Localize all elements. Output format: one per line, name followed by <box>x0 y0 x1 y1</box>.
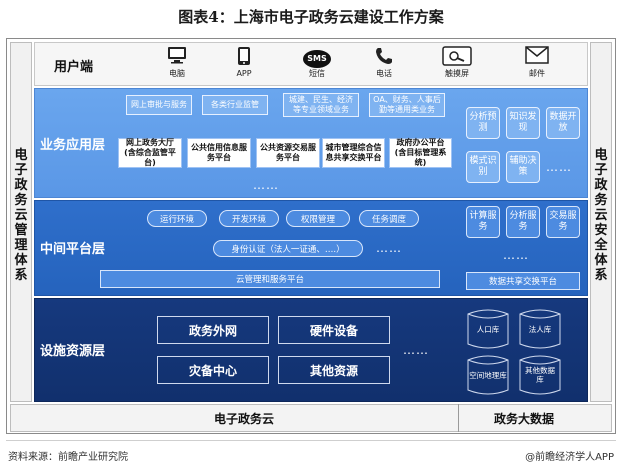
right-column-text-char: 电 <box>594 148 608 163</box>
infra-box: 灾备中心 <box>157 356 269 384</box>
computer-icon <box>160 46 194 66</box>
app-main-card: 城市管理综合信息共享交换平台 <box>322 138 385 168</box>
app-right-item: 分析预测 <box>466 107 500 139</box>
data-exchange-bar: 数据共享交换平台 <box>466 272 580 290</box>
computer-label: 电脑 <box>169 69 185 78</box>
app-top-card: OA、财务、人事后勤等通用类业务 <box>369 93 445 117</box>
app-icon-item: APP <box>227 46 261 79</box>
left-column-text-char: 云 <box>14 208 28 223</box>
page-title: 图表4：上海市电子政务云建设工作方案 <box>178 8 444 26</box>
left-column-text-char: 管 <box>14 223 28 238</box>
left-column-text-char: 系 <box>14 268 28 283</box>
app-right-item: 数据开放 <box>546 107 580 139</box>
phone-label: 电话 <box>376 69 392 78</box>
app-top-card: 城建、民生、经济等专业领域业务 <box>283 93 359 117</box>
infra-box: 政务外网 <box>157 316 269 344</box>
right-column-text-char: 安 <box>594 223 608 238</box>
left-column-text-char: 务 <box>14 193 28 208</box>
computer-icon-item: 电脑 <box>160 46 194 79</box>
mail-icon-item: 邮件 <box>520 46 554 79</box>
source-note: 资料来源：前瞻产业研究院 <box>8 452 128 463</box>
left-column-text-char: 子 <box>14 163 28 178</box>
footer-rule <box>6 440 616 441</box>
app-icon <box>227 46 261 66</box>
right-column-text-char: 务 <box>594 193 608 208</box>
right-side-column <box>590 42 612 402</box>
touchscreen-icon-item: 触摸屏 <box>437 46 477 79</box>
app-right-more-dots: …… <box>546 160 572 174</box>
middle-pill: 运行环境 <box>147 210 207 227</box>
database-label: 法人库 <box>528 324 552 334</box>
database-label: 人口库 <box>476 324 500 334</box>
touchscreen-label: 触摸屏 <box>445 69 469 78</box>
brand-credit: @前瞻经济学人APP <box>525 452 614 463</box>
touchscreen-icon <box>437 46 477 66</box>
gov-big-data-label: 政务大数据 <box>493 412 554 426</box>
middle-pill: 任务调度 <box>359 210 419 227</box>
right-column-text-char: 云 <box>594 208 608 223</box>
bottom-divider <box>458 404 459 432</box>
database-label: 空间地理库 <box>469 370 507 380</box>
app-main-card: 政府办公平台(含目标管理系统) <box>389 138 452 168</box>
left-column-text-char: 理 <box>14 238 28 253</box>
app-label: APP <box>236 69 252 78</box>
security-system-label: 电子政务云安全体系 <box>593 148 609 283</box>
app-more-dots: …… <box>253 178 279 192</box>
application-layer-label: 业务应用层 <box>40 138 106 153</box>
right-column-text-char: 子 <box>594 163 608 178</box>
app-right-item: 知识发现 <box>506 107 540 139</box>
middle-pill: 权限管理 <box>286 210 350 227</box>
phone-icon <box>367 46 401 66</box>
cloud-platform-bar: 云管理和服务平台 <box>100 270 440 288</box>
egov-cloud-label: 电子政务云 <box>213 412 274 426</box>
middle-pill: 开发环境 <box>219 210 279 227</box>
infra-box: 其他资源 <box>278 356 390 384</box>
app-main-card: 公共资源交易服务平台 <box>256 138 320 168</box>
app-right-item: 模式识别 <box>466 151 500 183</box>
infra-layer-label: 设施资源层 <box>40 344 106 359</box>
infra-more-dots: …… <box>403 343 429 357</box>
user-layer-label: 用户端 <box>54 60 94 75</box>
sms-glyph: SMS <box>303 50 331 68</box>
sms-icon: SMS <box>297 46 337 68</box>
right-column-text-char: 全 <box>594 238 608 253</box>
right-column-text-char: 系 <box>594 268 608 283</box>
app-top-card: 各类行业监管 <box>202 95 268 115</box>
phone-icon-item: 电话 <box>367 46 401 79</box>
left-column-text-char: 体 <box>14 253 28 268</box>
right-column-text-char: 政 <box>594 178 608 193</box>
mail-label: 邮件 <box>529 69 545 78</box>
middle-right-item: 分析服务 <box>506 206 540 238</box>
sms-icon-item: SMS 短信 <box>297 46 337 79</box>
left-column-text-char: 电 <box>14 148 28 163</box>
right-column-text-char: 体 <box>594 253 608 268</box>
infra-box: 硬件设备 <box>278 316 390 344</box>
app-right-item: 辅助决策 <box>506 151 540 183</box>
left-column-text: 电子政务云管理体系 <box>13 148 29 283</box>
identity-more-dots: …… <box>376 241 402 255</box>
right-column-text: 电子政务云安全体系 <box>593 148 609 283</box>
database-label: 其他数据库 <box>525 366 555 384</box>
infra-layer-band <box>34 298 588 402</box>
middle-layer-label: 中间平台层 <box>40 242 106 257</box>
left-side-column <box>10 42 32 402</box>
sms-label: 短信 <box>309 69 325 78</box>
middle-right-more-dots: …… <box>503 248 529 262</box>
app-main-card: 公共信用信息服务平台 <box>187 138 251 168</box>
left-column-text-char: 政 <box>14 178 28 193</box>
app-top-card: 网上审批与服务 <box>126 95 192 115</box>
management-system-label: 电子政务云管理体系 <box>13 148 29 283</box>
identity-auth-pill: 身份认证（法人一证通、….） <box>213 240 363 257</box>
bottom-row <box>10 404 612 432</box>
app-main-card: 网上政务大厅(含综合监管平台) <box>118 138 182 168</box>
mail-icon <box>520 46 554 66</box>
database-cylinders <box>467 309 561 395</box>
middle-right-item: 计算服务 <box>466 206 500 238</box>
middle-right-item: 交易服务 <box>546 206 580 238</box>
